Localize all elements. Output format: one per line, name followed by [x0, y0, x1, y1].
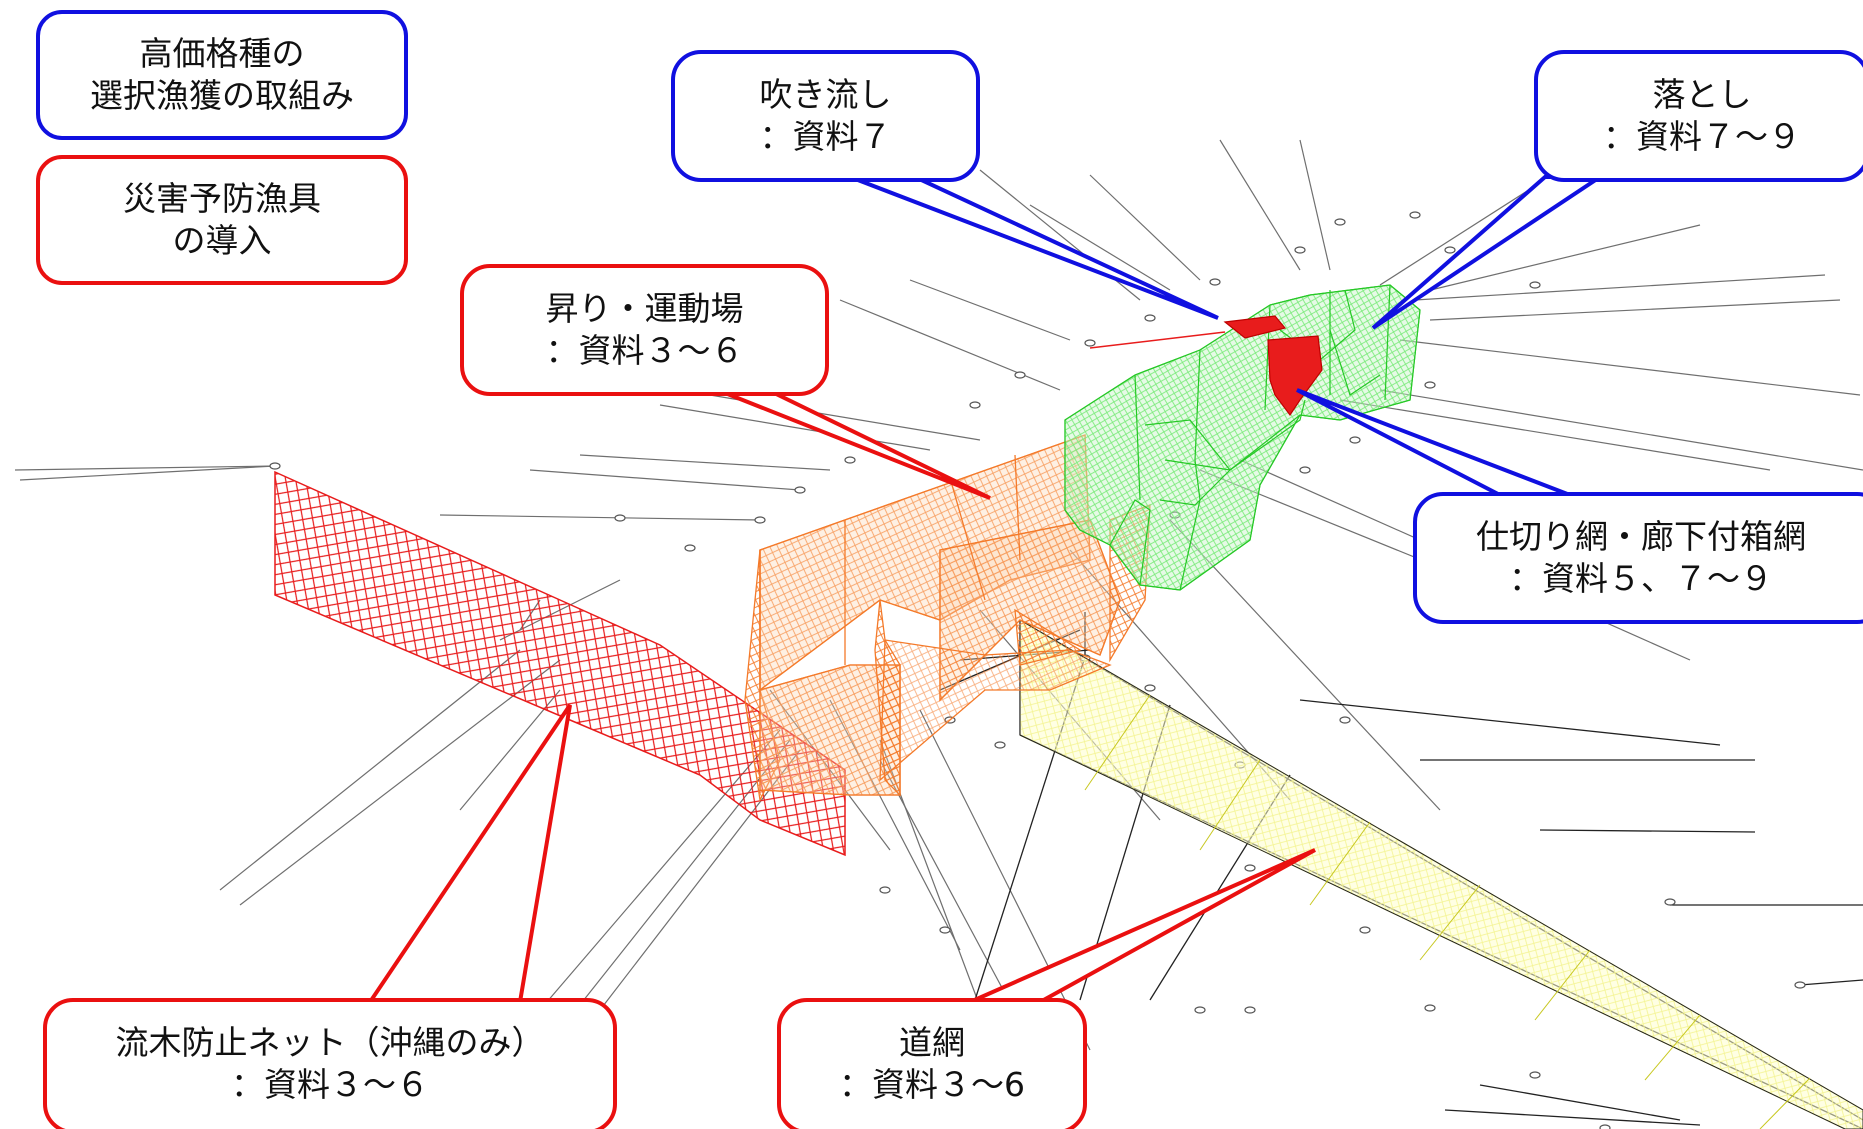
legend-disaster-prevention-label: 災害予防漁具 の導入	[123, 179, 321, 260]
callout-fukinagashi-ref: ：資料７	[759, 117, 892, 156]
callout-michiami: 道網 ：資料３～6	[783, 1004, 1081, 1124]
callout-nobori-title: 昇り・運動場	[545, 289, 744, 328]
callout-nobori-ref: ：資料３～６	[545, 331, 744, 370]
legend-selective-fishing: 高価格種の 選択漁獲の取組み	[36, 10, 408, 140]
callout-fukinagashi-title: 吹き流し	[759, 75, 892, 114]
callout-michiami-title: 道網	[899, 1023, 965, 1062]
callout-nobori: 昇り・運動場 ：資料３～６	[466, 270, 823, 390]
callout-shikiri-ref: ：資料５、７～９	[1509, 559, 1773, 598]
legend-disaster-prevention: 災害予防漁具 の導入	[36, 155, 408, 285]
callout-ryuboku-title: 流木防止ネット（沖縄のみ）	[115, 1023, 545, 1062]
callout-michiami-ref: ：資料３～6	[839, 1065, 1025, 1104]
callout-shikiri-title: 仕切り網・廊下付箱網	[1476, 517, 1806, 556]
callout-ryuboku-ref: ：資料３～６	[231, 1065, 429, 1104]
legend-selective-fishing-label: 高価格種の 選択漁獲の取組み	[90, 34, 354, 115]
callout-fukinagashi: 吹き流し ：資料７	[677, 56, 974, 176]
callout-pointers	[366, 175, 1607, 1004]
callout-otoshi-title: 落とし	[1652, 75, 1752, 114]
leader-net	[1019, 619, 1863, 1129]
playground-nets	[744, 434, 1151, 803]
callout-ryuboku: 流木防止ネット（沖縄のみ） ：資料３～６	[49, 1004, 611, 1124]
box-net-red-elements	[1089, 315, 1323, 417]
callout-otoshi: 落とし ：資料７～９	[1540, 56, 1863, 176]
box-nets	[1064, 284, 1421, 591]
debris-net	[274, 470, 846, 857]
callout-shikiri: 仕切り網・廊下付箱網 ：資料５、７～９	[1419, 498, 1863, 618]
callout-otoshi-ref: ：資料７～９	[1603, 117, 1801, 156]
